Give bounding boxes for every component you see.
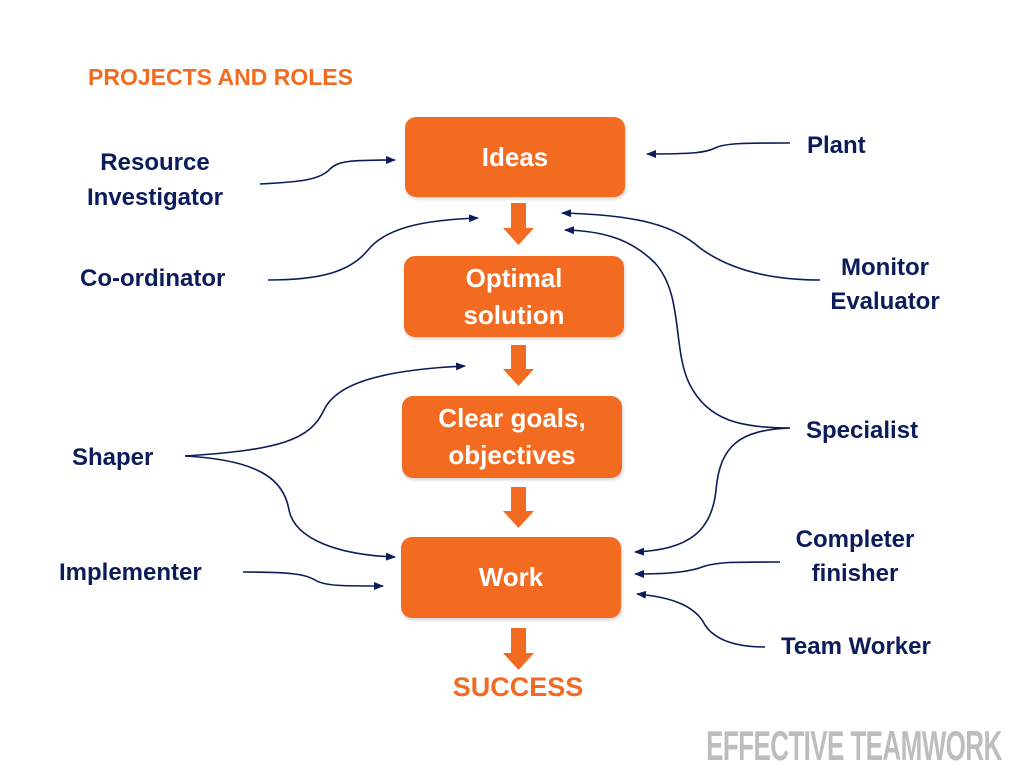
connector-monitor-evaluator: [561, 209, 821, 281]
role-label-line: Evaluator: [830, 288, 940, 315]
watermark-text: EFFECTIVE TEAMWORK: [706, 722, 1002, 768]
role-specialist: Specialist: [806, 416, 918, 446]
flow-box-clear-goals: Clear goals, objectives: [402, 396, 622, 478]
connector-shaper-to-goals: [184, 362, 466, 457]
flow-box-text: Optimal: [465, 262, 563, 293]
role-label-line: finisher: [811, 560, 899, 587]
flow-arrow-solution-to-goals: [503, 345, 534, 386]
role-shaper: Shaper: [72, 443, 153, 473]
role-label-line: Investigator: [86, 184, 224, 211]
role-resource-investigator: Resource Investigator: [55, 145, 255, 215]
connector-resource-investigator: [259, 156, 396, 185]
role-co-ordinator: Co-ordinator: [80, 264, 225, 294]
flow-box-text: Ideas: [481, 141, 549, 172]
role-label-line: Shaper: [72, 444, 154, 471]
flow-box-optimal-solution: Optimal solution: [404, 256, 624, 337]
role-implementer: Implementer: [59, 558, 202, 588]
flow-box-text: Clear goals,: [438, 403, 586, 433]
connector-specialist-to-work: [634, 427, 791, 556]
flow-box-text: objectives: [448, 440, 576, 470]
flow-arrow-goals-to-work: [503, 487, 534, 528]
connector-co-ordinator: [267, 214, 479, 281]
role-label-line: Monitor: [841, 254, 929, 281]
role-label-line: Implementer: [59, 559, 202, 586]
role-team-worker: Team Worker: [781, 632, 931, 662]
slide-title: PROJECTS AND ROLES: [88, 64, 353, 90]
connector-specialist-to-solution: [564, 226, 791, 429]
role-label-line: Plant: [807, 132, 866, 159]
flow-arrow-ideas-to-solution: [503, 203, 534, 245]
flow-box-text: solution: [463, 299, 565, 330]
role-label-line: Resource: [100, 149, 210, 176]
flow-box-ideas: Ideas: [405, 117, 625, 197]
role-label-line: Completer: [795, 526, 915, 553]
success-label: SUCCESS: [452, 672, 584, 702]
connector-team-worker: [636, 590, 766, 648]
flow-arrow-work-to-success: [503, 628, 534, 670]
role-label-line: Specialist: [806, 417, 919, 444]
flow-box-text: Work: [478, 562, 544, 592]
role-completer-finisher: Completer finisher: [755, 523, 955, 591]
connector-plant: [646, 142, 791, 158]
connector-implementer: [242, 571, 384, 590]
flow-box-work: Work: [401, 537, 621, 618]
role-monitor-evaluator: Monitor Evaluator: [785, 251, 985, 319]
connector-completer-finisher: [634, 561, 781, 578]
connector-shaper-to-work: [184, 455, 396, 561]
role-plant: Plant: [807, 131, 866, 161]
role-label-line: Co-ordinator: [80, 265, 226, 292]
role-label-line: Team Worker: [781, 633, 931, 660]
